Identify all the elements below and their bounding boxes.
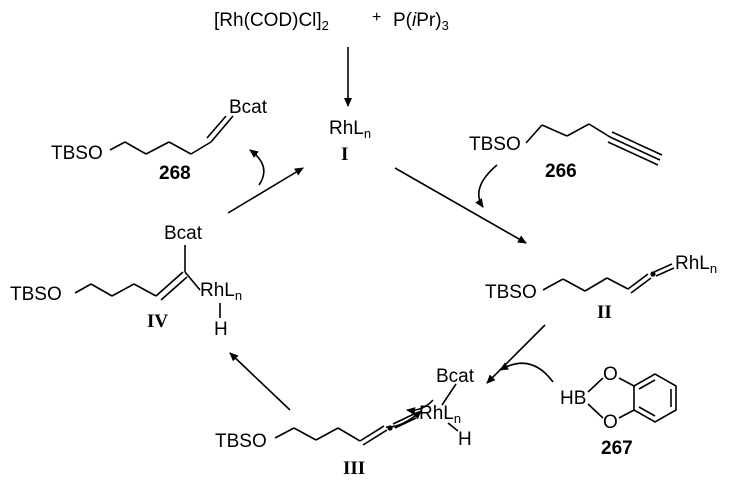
metal-III: RhLn — [419, 403, 462, 426]
metal-IV: RhLn — [200, 280, 243, 303]
allene-dot-III — [387, 425, 393, 431]
species-I-roman: I — [341, 144, 349, 165]
structure-IV — [74, 245, 221, 318]
curved-arrow-267-in — [499, 362, 554, 383]
hydride-III: H — [458, 429, 472, 450]
curved-arrow-III-bcat — [406, 399, 434, 416]
arrow-I-to-II — [394, 167, 527, 244]
hydride-IV: H — [214, 319, 228, 340]
structure-III — [274, 383, 459, 446]
compound-number-268: 268 — [159, 163, 191, 184]
tbso-III: TBSO — [215, 431, 267, 452]
curved-arrow-266-in — [475, 164, 498, 208]
compound-number-266: 266 — [545, 161, 577, 182]
species-I-label: RhLn — [329, 118, 372, 141]
oxygen-bottom-267: O — [603, 412, 618, 433]
structure-266 — [525, 123, 663, 166]
structure-268 — [109, 115, 234, 155]
species-III-roman: III — [343, 458, 366, 479]
bcat-268: Bcat — [229, 97, 268, 118]
phosphine-ligand: P(iPr)3 — [393, 10, 449, 33]
allene-dot-II — [650, 271, 656, 277]
arrow-III-to-IV — [229, 352, 291, 411]
metal-II: RhLn — [675, 253, 718, 276]
tbso-II: TBSO — [485, 282, 537, 303]
bcat-III: Bcat — [436, 366, 475, 387]
bcat-IV: Bcat — [164, 223, 203, 244]
tbso-268: TBSO — [51, 143, 103, 164]
arrow-IV-to-I — [227, 167, 304, 214]
species-IV-roman: IV — [147, 311, 169, 332]
hb-267: HB — [560, 388, 587, 409]
arrow-II-to-III — [486, 324, 546, 384]
compound-number-267: 267 — [601, 438, 633, 459]
structure-267 — [587, 373, 677, 423]
tbso-IV: TBSO — [10, 284, 62, 305]
plus-sign: + — [372, 9, 382, 26]
tbso-266: TBSO — [469, 134, 521, 155]
catalyst-precursor: [Rh(COD)Cl]2 — [214, 10, 329, 33]
curved-arrow-268-out — [249, 149, 265, 186]
species-II-roman: II — [597, 302, 612, 323]
structure-II — [542, 263, 675, 294]
oxygen-top-267: O — [603, 364, 618, 385]
